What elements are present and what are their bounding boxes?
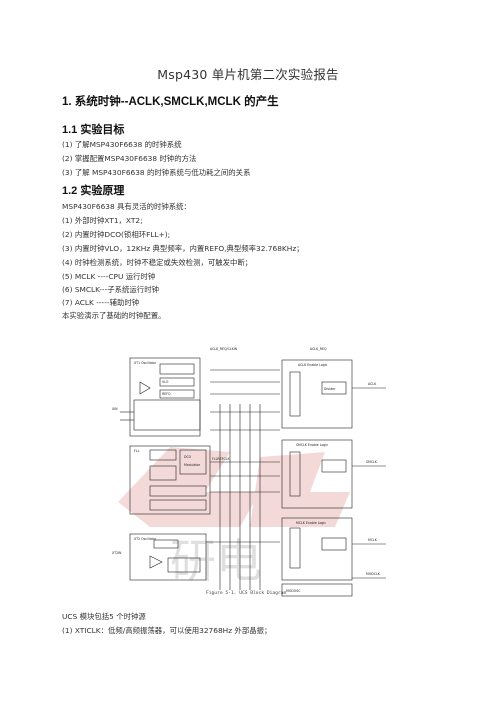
label-xt2in: XT2IN [112,551,122,555]
label-modulator: Modulator [184,463,201,467]
label-refo: REFO [162,392,171,396]
label-modosc: MODOSC [286,589,301,593]
goal-line: (3) 了解 MSP430F6638 的时钟系统与低功耗之间的关系 [62,168,251,177]
principle-line: (5) MCLK ----CPU 运行时钟 [62,272,156,281]
section-heading-1: 1. 系统时钟--ACLK,SMCLK,MCLK 的产生 [62,96,279,108]
label-dco: DCO [184,455,192,459]
label-divider: Divider [324,387,336,391]
label-aclk-req: ACLK_REQ [310,347,327,351]
section-heading-1-2: 1.2 实验原理 [62,185,125,197]
goal-line: (1) 了解MSP430F6638 的时钟系统 [62,140,182,149]
xt1-oscillator-block [129,357,201,437]
label-aclk-out: ACLK [368,382,377,386]
label-fll: FLL [134,449,140,453]
aclk-enable-block [281,359,353,429]
label-aclk-req-clkin: ACLK_REQ/CLKIN [210,347,238,351]
principle-line: (7) ACLK -----辅助时钟 [62,298,140,307]
xt2-oscillator-block [129,533,207,581]
label-mclk-enable-logic: MCLK Enable Logic [296,521,326,525]
ucs-intro-line: UCS 模块包括5 个时钟源 [62,612,146,621]
principle-line: 本实验演示了基础的时钟配置。 [62,311,166,320]
label-xt1-oscillator: XT1 Oscillator [134,361,157,365]
ucs-block-diagram: 研电 [112,347,386,597]
principle-line: (6) SMCLK---子系统运行时钟 [62,285,159,294]
principle-line: (2) 内置时钟DCO(锁相环FLL+); [62,230,171,239]
document-title: Msp430 单片机第二次实验报告 [157,67,339,82]
principle-line: (3) 内置时钟VLO，12KHz 典型频率，内置REFO,典型频率32.768… [62,244,304,253]
principle-line: MSP430F6638 具有灵活的时钟系统： [62,202,191,211]
goal-line: (2) 掌握配置MSP430F6638 时钟的方法 [62,154,197,163]
principle-line: (4) 时钟检测系统，时钟不稳定或失效检测，可触发中断； [62,258,253,267]
smclk-enable-block [281,439,353,509]
label-fllrefclk: FLLREFCLK [212,457,230,461]
label-aclk-enable-logic: ACLK Enable Logic [298,363,328,367]
figure-caption: Figure 5-1. UCS Block Diagram [206,591,287,596]
section-heading-1-1: 1.1 实验目标 [62,124,125,136]
label-smclk-out: SMCLK [366,460,378,464]
principle-line: (1) 外部时钟XT1，XT2; [62,216,143,225]
label-vlo: VLO [162,380,169,384]
mclk-enable-block [281,517,353,581]
label-mclk-out: MCLK [368,538,378,542]
watermark-text: 研电 [170,534,262,588]
fll-block [129,445,211,515]
label-xin: XIN [112,407,118,411]
label-modclk: MODCLK [366,572,381,576]
ucs-source-line: (1) XTICLK：低频/高频振荡器，可以使用32768Hz 外部晶振； [62,626,272,635]
label-smclk-enable-logic: SMCLK Enable Logic [296,443,328,447]
label-xt2-oscillator: XT2 Oscillator [134,537,157,541]
